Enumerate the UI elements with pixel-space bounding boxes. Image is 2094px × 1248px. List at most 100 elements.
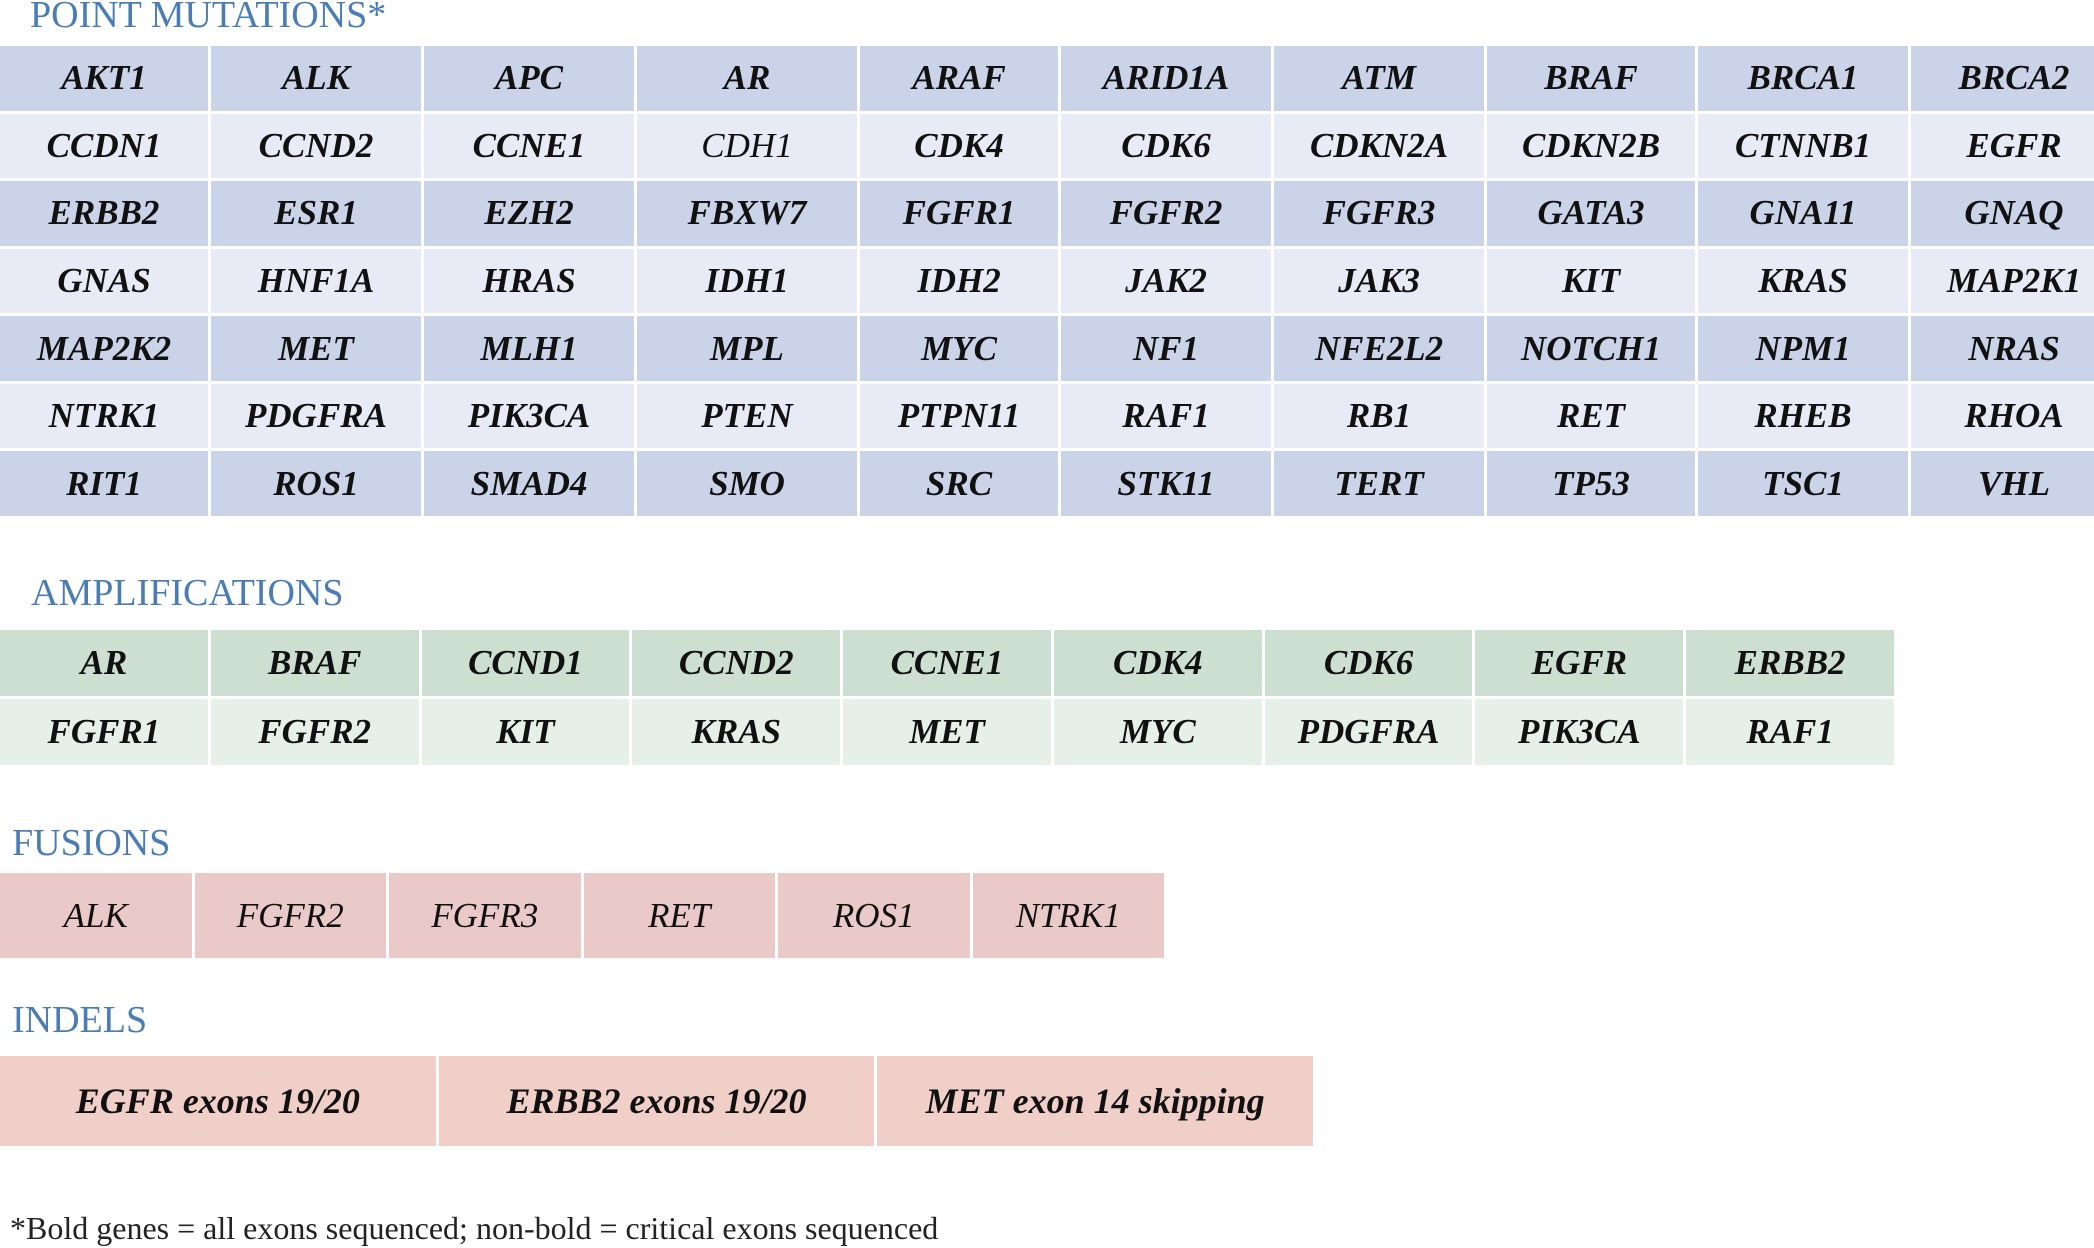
gene-cell: ROS1 xyxy=(211,451,421,516)
gene-cell: EGFR xyxy=(1911,113,2094,179)
gene-cell: ERBB2 xyxy=(1686,630,1894,696)
gene-cell: NFE2L2 xyxy=(1274,316,1484,381)
gene-cell: GNA11 xyxy=(1698,181,1908,246)
gene-cell: AR xyxy=(0,630,208,696)
gene-cell: VHL xyxy=(1911,451,2094,516)
gene-cell: MET xyxy=(843,699,1051,765)
gene-cell: GNAQ xyxy=(1911,181,2094,246)
gene-cell: HRAS xyxy=(424,248,634,314)
point-mutations-title: POINT MUTATIONS* xyxy=(30,0,387,36)
gene-cell: MYC xyxy=(860,316,1058,381)
gene-cell: TSC1 xyxy=(1698,451,1908,516)
gene-cell: PDGFRA xyxy=(211,383,421,449)
gene-cell: EGFR exons 19/20 xyxy=(0,1056,436,1146)
gene-cell: NPM1 xyxy=(1698,316,1908,381)
gene-cell: GATA3 xyxy=(1487,181,1695,246)
gene-cell: PTEN xyxy=(637,383,857,449)
gene-cell: AR xyxy=(637,46,857,111)
gene-cell: IDH1 xyxy=(637,248,857,314)
gene-cell: BRCA2 xyxy=(1911,46,2094,111)
fusions-title: FUSIONS xyxy=(12,822,171,864)
gene-cell: ALK xyxy=(211,46,421,111)
gene-cell: CCND1 xyxy=(421,630,630,696)
gene-cell: FGFR1 xyxy=(860,181,1058,246)
gene-cell: CDKN2B xyxy=(1487,113,1695,179)
gene-cell: GNAS xyxy=(0,248,208,314)
gene-cell: ESR1 xyxy=(211,181,421,246)
gene-cell: SMAD4 xyxy=(424,451,634,516)
gene-cell: KRAS xyxy=(632,699,841,765)
gene-cell: CDH1 xyxy=(637,113,857,179)
gene-cell: RB1 xyxy=(1274,383,1484,449)
gene-cell: EGFR xyxy=(1475,630,1684,696)
gene-cell: HNF1A xyxy=(211,248,421,314)
gene-cell: BRAF xyxy=(210,630,419,696)
gene-cell: FGFR2 xyxy=(210,699,419,765)
gene-cell: CDKN2A xyxy=(1274,113,1484,179)
gene-cell: PTPN11 xyxy=(860,383,1058,449)
gene-cell: NF1 xyxy=(1061,316,1271,381)
gene-cell: CCNE1 xyxy=(424,113,634,179)
gene-cell: APC xyxy=(424,46,634,111)
footnote: *Bold genes = all exons sequenced; non-b… xyxy=(10,1210,939,1246)
gene-cell: TP53 xyxy=(1487,451,1695,516)
gene-cell: KIT xyxy=(1487,248,1695,314)
gene-cell: NOTCH1 xyxy=(1487,316,1695,381)
gene-cell: ARID1A xyxy=(1061,46,1271,111)
gene-cell: EZH2 xyxy=(424,181,634,246)
gene-cell: PDGFRA xyxy=(1264,699,1473,765)
gene-cell: FGFR1 xyxy=(0,699,208,765)
gene-cell: CDK6 xyxy=(1061,113,1271,179)
gene-cell: KRAS xyxy=(1698,248,1908,314)
gene-cell: MET exon 14 skipping xyxy=(877,1056,1313,1146)
gene-cell: MYC xyxy=(1053,699,1262,765)
gene-cell: CCND2 xyxy=(632,630,841,696)
gene-cell: RAF1 xyxy=(1686,699,1894,765)
gene-cell: IDH2 xyxy=(860,248,1058,314)
gene-cell: SMO xyxy=(637,451,857,516)
gene-cell: PIK3CA xyxy=(1475,699,1684,765)
gene-cell: CCDN1 xyxy=(0,113,208,179)
gene-cell: NTRK1 xyxy=(972,873,1164,958)
gene-cell: KIT xyxy=(421,699,630,765)
gene-cell: MAP2K1 xyxy=(1911,248,2094,314)
gene-cell: CCND2 xyxy=(211,113,421,179)
gene-cell: CCNE1 xyxy=(843,630,1051,696)
amplifications-title: AMPLIFICATIONS xyxy=(31,572,344,614)
gene-cell: RHEB xyxy=(1698,383,1908,449)
gene-cell: CDK4 xyxy=(1053,630,1262,696)
gene-cell: ARAF xyxy=(860,46,1058,111)
gene-cell: ROS1 xyxy=(778,873,970,958)
gene-cell: FGFR2 xyxy=(1061,181,1271,246)
gene-cell: SRC xyxy=(860,451,1058,516)
gene-cell: FGFR3 xyxy=(1274,181,1484,246)
gene-cell: CTNNB1 xyxy=(1698,113,1908,179)
gene-cell: RET xyxy=(1487,383,1695,449)
gene-cell: MAP2K2 xyxy=(0,316,208,381)
gene-cell: RHOA xyxy=(1911,383,2094,449)
gene-cell: NTRK1 xyxy=(0,383,208,449)
gene-cell: NRAS xyxy=(1911,316,2094,381)
gene-cell: RAF1 xyxy=(1061,383,1271,449)
gene-cell: MLH1 xyxy=(424,316,634,381)
gene-cell: ATM xyxy=(1274,46,1484,111)
gene-cell: RET xyxy=(583,873,775,958)
gene-cell: ERBB2 xyxy=(0,181,208,246)
indels-title: INDELS xyxy=(12,999,148,1041)
gene-cell: BRAF xyxy=(1487,46,1695,111)
gene-cell: MET xyxy=(211,316,421,381)
gene-cell: RIT1 xyxy=(0,451,208,516)
gene-cell: ALK xyxy=(0,873,192,958)
gene-cell: TERT xyxy=(1274,451,1484,516)
gene-cell: CDK4 xyxy=(860,113,1058,179)
gene-cell: PIK3CA xyxy=(424,383,634,449)
gene-cell: JAK2 xyxy=(1061,248,1271,314)
gene-cell: ERBB2 exons 19/20 xyxy=(438,1056,875,1146)
gene-cell: AKT1 xyxy=(0,46,208,111)
gene-cell: FGFR2 xyxy=(194,873,386,958)
gene-cell: FGFR3 xyxy=(389,873,581,958)
